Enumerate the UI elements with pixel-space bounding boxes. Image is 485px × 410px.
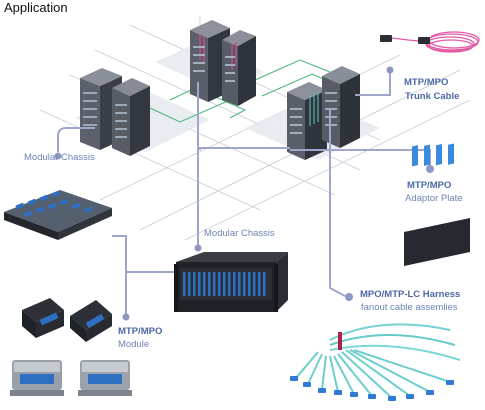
modular-chassis-left-image <box>4 190 112 240</box>
label-trunk-cable-line1: MTP/MPO <box>404 77 449 88</box>
module-image-2 <box>70 300 112 342</box>
connector-dots <box>54 66 434 321</box>
rack-group-top <box>190 20 256 106</box>
rack-group-left <box>80 68 150 156</box>
label-trunk-cable-line2: Trunk Cable <box>405 91 460 102</box>
label-adaptor-plate-line1: MTP/MPO <box>407 180 452 191</box>
page-title: Application <box>4 0 68 15</box>
module-image-4 <box>78 360 132 396</box>
trunk-cable-connectors <box>380 35 430 44</box>
label-modular-chassis-left: Modular Chassis <box>24 152 95 163</box>
harness-lc-connectors <box>290 376 454 401</box>
harness-image <box>295 323 461 399</box>
label-harness-line1: MPO/MTP-LC Harness <box>360 289 461 300</box>
modular-chassis-center-image <box>174 252 288 312</box>
module-image-3 <box>10 360 64 396</box>
label-harness-line2: fanout cable assemlies <box>361 302 458 313</box>
label-adaptor-plate-line2: Adaptor Plate <box>405 193 463 204</box>
label-module-line2: Module <box>118 339 150 350</box>
label-module-line1: MTP/MPO <box>118 326 163 337</box>
adaptor-plate-image <box>404 143 470 266</box>
trunk-cable-image <box>391 31 480 53</box>
module-image-1 <box>22 298 64 338</box>
label-modular-chassis-center: Modular Chassis <box>204 228 275 239</box>
